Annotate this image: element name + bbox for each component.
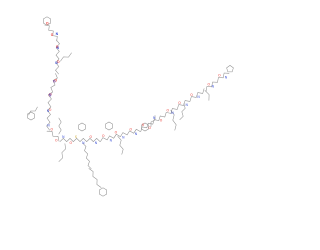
atom-label: N bbox=[57, 46, 60, 50]
atom-label: N bbox=[122, 135, 125, 139]
phenyl-ring bbox=[27, 111, 35, 121]
atom-label: N bbox=[49, 94, 52, 98]
backbone-bond bbox=[170, 88, 205, 114]
backbone-bond bbox=[46, 94, 52, 131]
atom-label: O bbox=[53, 79, 56, 83]
atom-label: O bbox=[56, 45, 59, 49]
atom-label: N bbox=[197, 95, 200, 99]
side-chain-bond bbox=[117, 136, 124, 155]
atom-label: O bbox=[56, 45, 59, 49]
atom-label: O bbox=[149, 126, 152, 130]
tyrosine-ring bbox=[141, 122, 149, 132]
atom-label: O bbox=[57, 60, 60, 64]
side-chain-bond bbox=[88, 168, 102, 188]
atom-label: N bbox=[55, 61, 58, 65]
atom-label: N bbox=[95, 141, 98, 145]
atom-label: O bbox=[70, 141, 73, 145]
atom-label: O bbox=[55, 139, 58, 143]
atom-label: O bbox=[46, 22, 49, 26]
atom-label: N bbox=[153, 116, 156, 120]
side-chain-bond bbox=[170, 109, 177, 131]
atom-label: N bbox=[49, 93, 52, 97]
atom-label: O bbox=[130, 127, 133, 131]
atom-label: O bbox=[49, 108, 52, 112]
top-heteroaromatic-ring bbox=[43, 16, 51, 26]
atom-label: N bbox=[47, 109, 50, 113]
atom-label: O bbox=[49, 94, 52, 98]
atom-label: O bbox=[218, 74, 221, 78]
atom-label: N bbox=[56, 32, 59, 36]
atom-label: N bbox=[62, 135, 65, 139]
atom-label: O bbox=[178, 101, 181, 105]
atom-label: O bbox=[51, 127, 54, 131]
backbone-bond bbox=[100, 128, 141, 142]
bond-network bbox=[27, 16, 234, 197]
phenyl-ring bbox=[105, 121, 113, 131]
atom-label: N bbox=[53, 79, 56, 83]
side-chain-bond bbox=[204, 90, 210, 101]
bottom-ring bbox=[99, 187, 107, 197]
atom-label: O bbox=[167, 109, 170, 113]
backbone-bond bbox=[205, 72, 230, 92]
atom-label: N bbox=[57, 46, 60, 50]
atom-label: N bbox=[47, 123, 50, 127]
atom-label: O bbox=[115, 131, 118, 135]
atom-label: N bbox=[82, 141, 85, 145]
atom-label: O bbox=[57, 60, 60, 64]
atom-label: O bbox=[46, 22, 49, 26]
atom-label: O bbox=[190, 93, 193, 97]
atom-label: S bbox=[75, 135, 77, 139]
atom-label: O bbox=[207, 83, 210, 87]
atom-label: O bbox=[55, 79, 58, 83]
side-chain-bond bbox=[150, 115, 156, 127]
backbone-bond bbox=[140, 112, 172, 132]
terminal-ring bbox=[226, 65, 234, 73]
atom-label: O bbox=[49, 93, 52, 97]
backbone-bond bbox=[55, 39, 60, 75]
side-chain-bond bbox=[179, 103, 186, 120]
backbone-bond bbox=[48, 73, 58, 95]
backbone-bond bbox=[46, 130, 60, 142]
atom-label: N bbox=[171, 111, 174, 115]
side-chain-bond bbox=[28, 106, 38, 116]
atom-label: N bbox=[186, 103, 189, 107]
backbone-bond bbox=[44, 24, 58, 42]
atom-label: O bbox=[90, 135, 93, 139]
side-chain-bond bbox=[58, 117, 62, 135]
lysine-side-chain-bond bbox=[82, 143, 92, 169]
atom-label: N bbox=[56, 32, 59, 36]
atom-label: O bbox=[51, 33, 54, 37]
side-chain-bond bbox=[60, 52, 72, 62]
backbone-bond bbox=[59, 138, 101, 142]
atom-label: O bbox=[160, 119, 163, 123]
side-chain-bond bbox=[58, 143, 66, 162]
phenyl-ring bbox=[78, 122, 86, 132]
atom-label: O bbox=[55, 79, 58, 83]
atom-label: O bbox=[51, 33, 54, 37]
atom-label: O bbox=[142, 123, 145, 127]
atom-label: N bbox=[55, 61, 58, 65]
atom-label: N bbox=[135, 132, 138, 136]
atom-label: N bbox=[225, 76, 228, 80]
atom-label: N bbox=[110, 139, 113, 143]
atom-label: N bbox=[212, 85, 215, 89]
atom-label: O bbox=[102, 134, 105, 138]
